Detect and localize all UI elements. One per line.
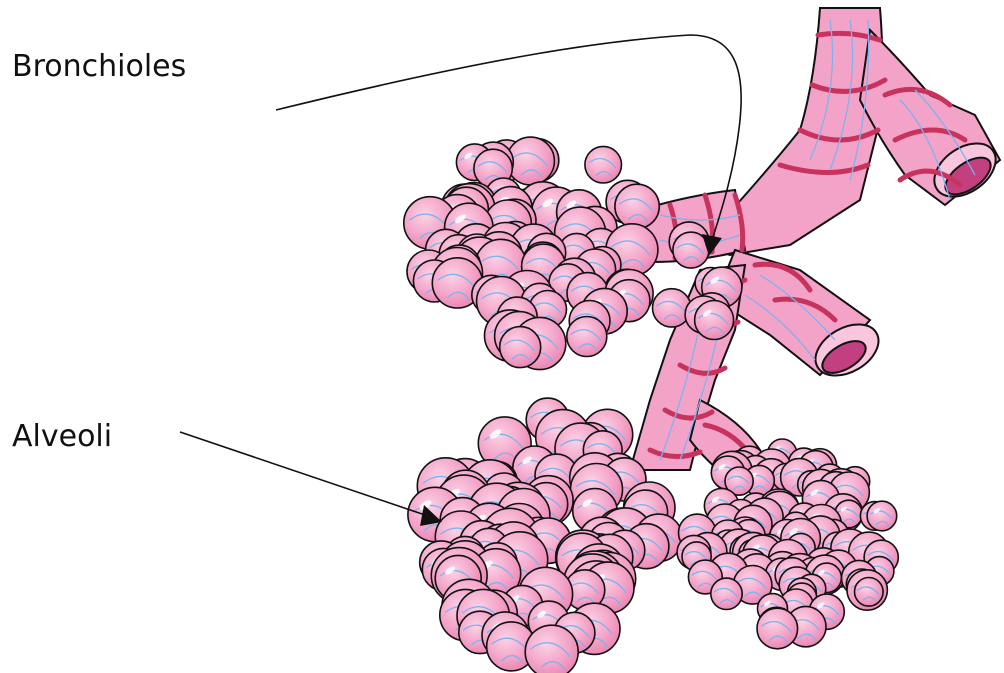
alveoli-cluster-lower-right [677,439,898,649]
bronchioles-label: Bronchioles [12,52,186,82]
alveoli-pointer-line [180,432,428,516]
alveolus [567,317,607,357]
alveolus [711,578,742,609]
alveolus [585,146,622,183]
alveolus [615,184,659,228]
alveolus [695,301,734,340]
alveolus [525,625,578,673]
alveolus [653,289,691,327]
alveoli-label: Alveoli [12,422,112,452]
alveoli-cluster-upper [404,137,660,370]
alveolus [757,608,798,649]
alveolus [867,501,897,531]
alveolus [500,327,541,368]
alveolus [855,578,884,607]
